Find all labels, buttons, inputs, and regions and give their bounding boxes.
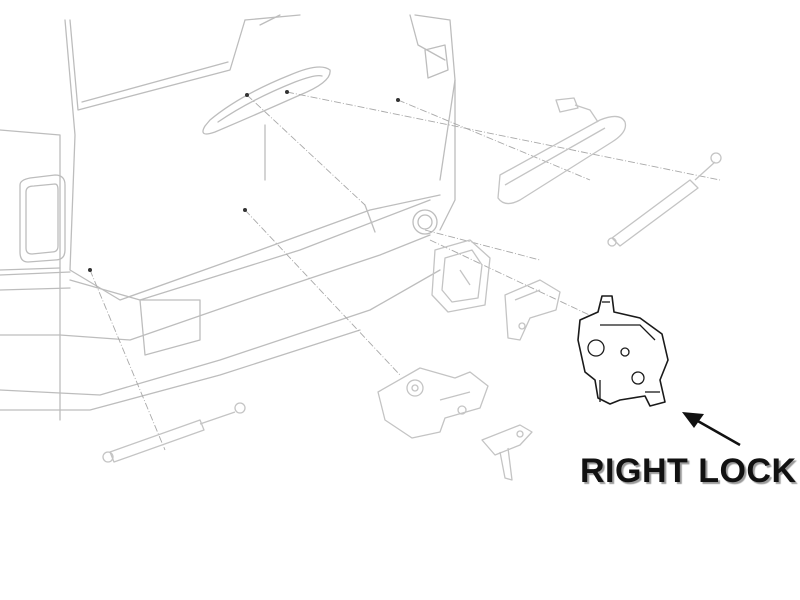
right-lock-label: RIGHT LOCK (580, 452, 797, 490)
outside-handle-part (497, 97, 627, 205)
gas-strut-right (607, 152, 722, 247)
striker-part (504, 279, 561, 341)
gas-strut-left (102, 402, 246, 463)
reference-dots (88, 90, 400, 272)
vehicle-rear-outline (0, 14, 456, 421)
leader-lines (89, 91, 721, 451)
lower-striker-part (481, 424, 533, 481)
lock-cover-part (431, 239, 491, 313)
right-lock-part (577, 295, 669, 407)
left-lock-part (377, 367, 489, 439)
callout-arrow (682, 412, 741, 447)
